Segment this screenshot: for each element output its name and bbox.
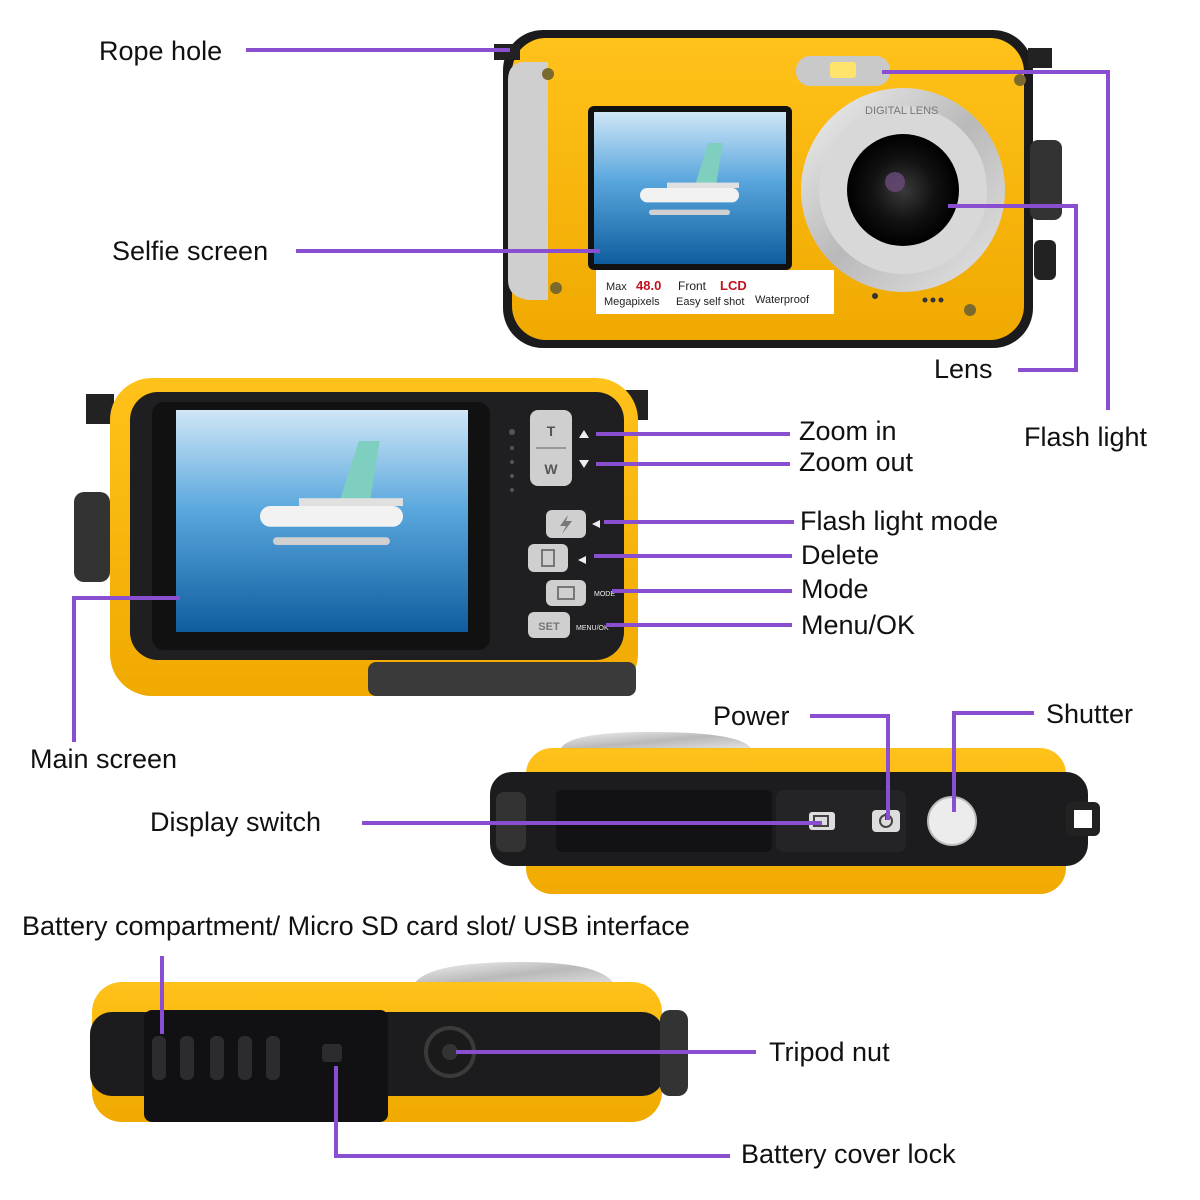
delete-button[interactable] <box>528 544 568 572</box>
label-lens: Lens <box>934 354 993 384</box>
power-button[interactable] <box>872 810 900 832</box>
lens-top <box>560 732 752 750</box>
label-rope-hole: Rope hole <box>99 36 223 66</box>
label-delete: Delete <box>801 540 880 570</box>
battery-cover-lock[interactable] <box>322 1044 342 1062</box>
svg-text:SET: SET <box>538 621 560 633</box>
svg-text:MENU/OK: MENU/OK <box>576 625 609 632</box>
camera-back: T W MODE SET MENU/OK <box>74 378 648 696</box>
label-zoom-out: Zoom out <box>799 447 914 477</box>
mode-button[interactable] <box>546 580 586 606</box>
svg-text:W: W <box>544 461 558 477</box>
camera-top <box>490 732 1100 894</box>
svg-text:Megapixels: Megapixels <box>604 296 660 308</box>
label-menu-ok: Menu/OK <box>801 610 916 640</box>
svg-text:LCD: LCD <box>720 278 747 293</box>
label-mode: Mode <box>801 574 869 604</box>
screw <box>964 304 976 316</box>
menu-ok-button[interactable] <box>528 612 570 638</box>
label-shutter: Shutter <box>1046 699 1134 729</box>
feature-badge <box>596 270 834 314</box>
svg-text:Front: Front <box>678 279 707 293</box>
label-selfie-screen: Selfie screen <box>112 236 269 266</box>
label-battery-compartment: Battery compartment/ Micro SD card slot/… <box>22 911 690 941</box>
screw <box>550 282 562 294</box>
label-zoom-in: Zoom in <box>799 416 897 446</box>
side-grip <box>508 61 548 301</box>
lens <box>847 134 959 246</box>
seaplane-image <box>260 441 403 545</box>
svg-text:MODE: MODE <box>594 591 615 598</box>
label-power: Power <box>713 701 790 731</box>
camera-front: Max 48.0 Megapixels Front LCD Easy self … <box>494 30 1062 348</box>
label-flash-light-mode: Flash light mode <box>800 506 999 536</box>
svg-text:DIGITAL LENS: DIGITAL LENS <box>865 105 938 117</box>
label-main-screen: Main screen <box>30 744 178 774</box>
label-battery-cover-lock: Battery cover lock <box>741 1139 956 1169</box>
flash-icon <box>560 515 572 534</box>
side-dial <box>1030 140 1062 220</box>
svg-text:Waterproof: Waterproof <box>755 294 810 306</box>
side-dial <box>74 492 110 582</box>
seaplane-image <box>640 143 739 215</box>
label-flash-light: Flash light <box>1024 422 1148 452</box>
svg-text:Max: Max <box>606 281 627 293</box>
screw <box>1014 74 1026 86</box>
label-display-switch: Display switch <box>150 807 322 837</box>
trash-icon <box>541 549 555 567</box>
camera-bottom <box>90 962 688 1122</box>
mode-icon <box>557 586 575 600</box>
lens-top <box>412 962 616 988</box>
svg-text:Easy self shot: Easy self shot <box>676 296 744 308</box>
svg-text:T: T <box>547 423 556 439</box>
leader-lines <box>72 48 1110 1158</box>
label-tripod-nut: Tripod nut <box>769 1037 890 1067</box>
screw <box>542 68 554 80</box>
svg-text:48.0: 48.0 <box>636 278 661 293</box>
